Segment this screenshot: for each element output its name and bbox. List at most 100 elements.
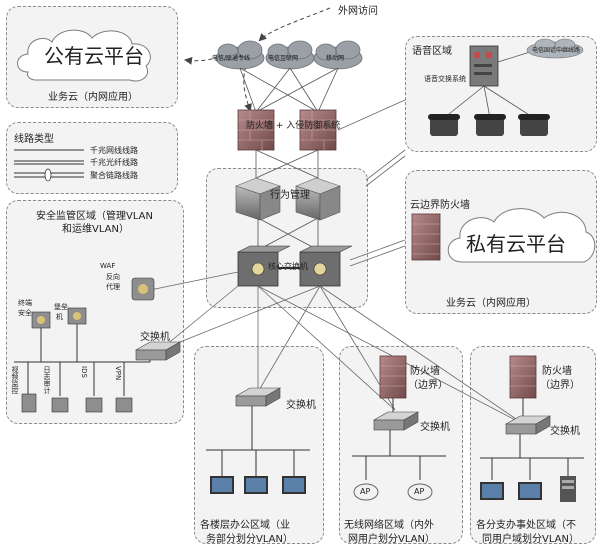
bastion-label-2: 机 [56, 313, 63, 321]
firewall-left-icon [237, 109, 275, 151]
security-devices [14, 277, 182, 413]
office-zone-caption-2: 务部分划分VLAN） [206, 534, 293, 545]
public-cloud-title: 公有云平台 [44, 44, 144, 68]
private-cloud-shape [447, 208, 596, 263]
legend-line-samples [14, 149, 84, 182]
ap-2-label: AP [414, 487, 425, 496]
vpn-icon [115, 397, 133, 413]
vpn-label: VPN [114, 366, 122, 381]
line-type-2: 千兆光纤线路 [90, 158, 138, 167]
waf-icon [131, 277, 155, 301]
behavior-left-icon [235, 177, 281, 221]
branch-zone-caption-2: 同用户域划分VLAN） [482, 534, 579, 545]
external-access-arrows [184, 7, 331, 112]
private-cloud-title: 私有云平台 [466, 232, 566, 256]
waf-label-2: 反向 [106, 273, 120, 281]
wireless-zone-caption-1: 无线网络区域（内外 [344, 520, 434, 531]
firewall-right-icon [299, 109, 337, 151]
terminal-security-label-1: 终端 [18, 299, 32, 307]
external-access-label: 外网访问 [338, 6, 378, 17]
ap-1-label: AP [360, 487, 371, 496]
waf-label-3: 代理 [106, 283, 120, 291]
cloud-boundary-firewall-icon [411, 213, 441, 261]
line-type-3: 聚合链路线路 [90, 171, 138, 180]
wireless-switch-icon [372, 411, 420, 431]
log-audit-label: 日志审计 [43, 366, 51, 394]
terminal-security-label-2: 安全 [18, 309, 32, 317]
office-pc-1-icon [210, 476, 234, 494]
branch-firewall-icon [509, 355, 537, 399]
voice-exchange-icon [469, 45, 499, 87]
core-switches [237, 245, 353, 287]
wireless-firewall-icon [379, 355, 407, 399]
core-switch-label: 核心交换机 [268, 262, 308, 271]
private-cloud-devices [411, 208, 596, 263]
log-audit-icon [51, 397, 69, 413]
branch-firewall-label-1: 防火墙 [542, 366, 572, 377]
security-switch-icon [134, 341, 182, 361]
security-zone-title-1: 安全监管区域（管理VLAN [36, 211, 153, 222]
video-monitor-label: 视频监控 [11, 366, 19, 394]
waf-label-1: WAF [100, 262, 116, 270]
firewall-ips-devices [237, 109, 337, 151]
behavior-management-devices [235, 177, 341, 221]
behavior-right-icon [295, 177, 341, 221]
office-pc-3-icon [282, 476, 306, 494]
wireless-firewall-label-1: 防火墙 [410, 366, 440, 377]
wireless-firewall-label-2: （边界） [408, 380, 448, 391]
trunk-cloud-icon [526, 38, 584, 59]
office-zone [194, 346, 324, 544]
line-types-title: 线路类型 [14, 134, 54, 145]
phone-2-icon [474, 114, 506, 136]
core-zone [206, 168, 368, 308]
video-monitor-icon [21, 393, 37, 413]
private-cloud-caption: 业务云（内网应用） [446, 298, 536, 309]
firewall-ips-label: 防火墙 + 入侵防御系统 [246, 121, 341, 131]
isp-cloud-2 [265, 40, 315, 70]
line-type-1: 千兆网线线路 [90, 146, 138, 155]
voice-zone-title: 语音区域 [412, 46, 452, 57]
public-cloud-caption: 业务云（内网应用） [48, 92, 138, 103]
core-switch-left-icon [237, 245, 291, 287]
branch-devices [480, 355, 584, 502]
core-interlinks [255, 149, 319, 251]
branch-switch-label: 交换机 [550, 426, 580, 437]
phone-1-icon [428, 114, 460, 136]
voice-devices [428, 38, 584, 136]
branch-pc-1-icon [480, 482, 504, 500]
isp-cloud-3 [313, 40, 363, 70]
wireless-zone-caption-2: 网用户划分VLAN） [348, 534, 435, 545]
isp-cloud-label-3: 移动网 [326, 55, 345, 62]
bastion-icon [67, 307, 87, 325]
ap-2-icon [407, 483, 433, 501]
isp-cloud-label-1: 电信/联通专线 [212, 55, 251, 62]
security-switch-label: 交换机 [140, 332, 170, 343]
branch-pc-2-icon [518, 482, 542, 500]
branch-zone-caption-1: 各分支办事处区域（不 [476, 520, 576, 531]
side-links [337, 99, 406, 267]
office-devices [206, 387, 310, 494]
office-pc-2-icon [244, 476, 268, 494]
branch-zone [470, 346, 596, 544]
terminal-security-icon [31, 311, 51, 329]
phone-3-icon [518, 114, 550, 136]
wireless-devices [352, 355, 446, 501]
ap-1-icon [353, 483, 379, 501]
isp-cloud-group [215, 40, 363, 70]
ids-icon [85, 397, 103, 413]
branch-server-icon [560, 476, 576, 502]
line-types-legend-zone [6, 122, 178, 194]
office-switch-label: 交换机 [286, 400, 316, 411]
wireless-switch-label: 交换机 [420, 422, 450, 433]
behavior-management-label: 行为管理 [270, 190, 310, 201]
office-zone-caption-1: 各楼层办公区域（业 [200, 520, 290, 531]
isp-cloud-label-2: 电信互联网 [268, 55, 299, 62]
branch-switch-icon [504, 415, 552, 435]
branch-firewall-label-2: （边界） [540, 380, 580, 391]
security-zone-title-2: 和运维VLAN） [62, 224, 129, 235]
voice-trunk-label: 电信固话中继线路 [532, 47, 581, 54]
isp-cloud-1 [215, 40, 265, 70]
ids-label: IDS [80, 366, 88, 378]
